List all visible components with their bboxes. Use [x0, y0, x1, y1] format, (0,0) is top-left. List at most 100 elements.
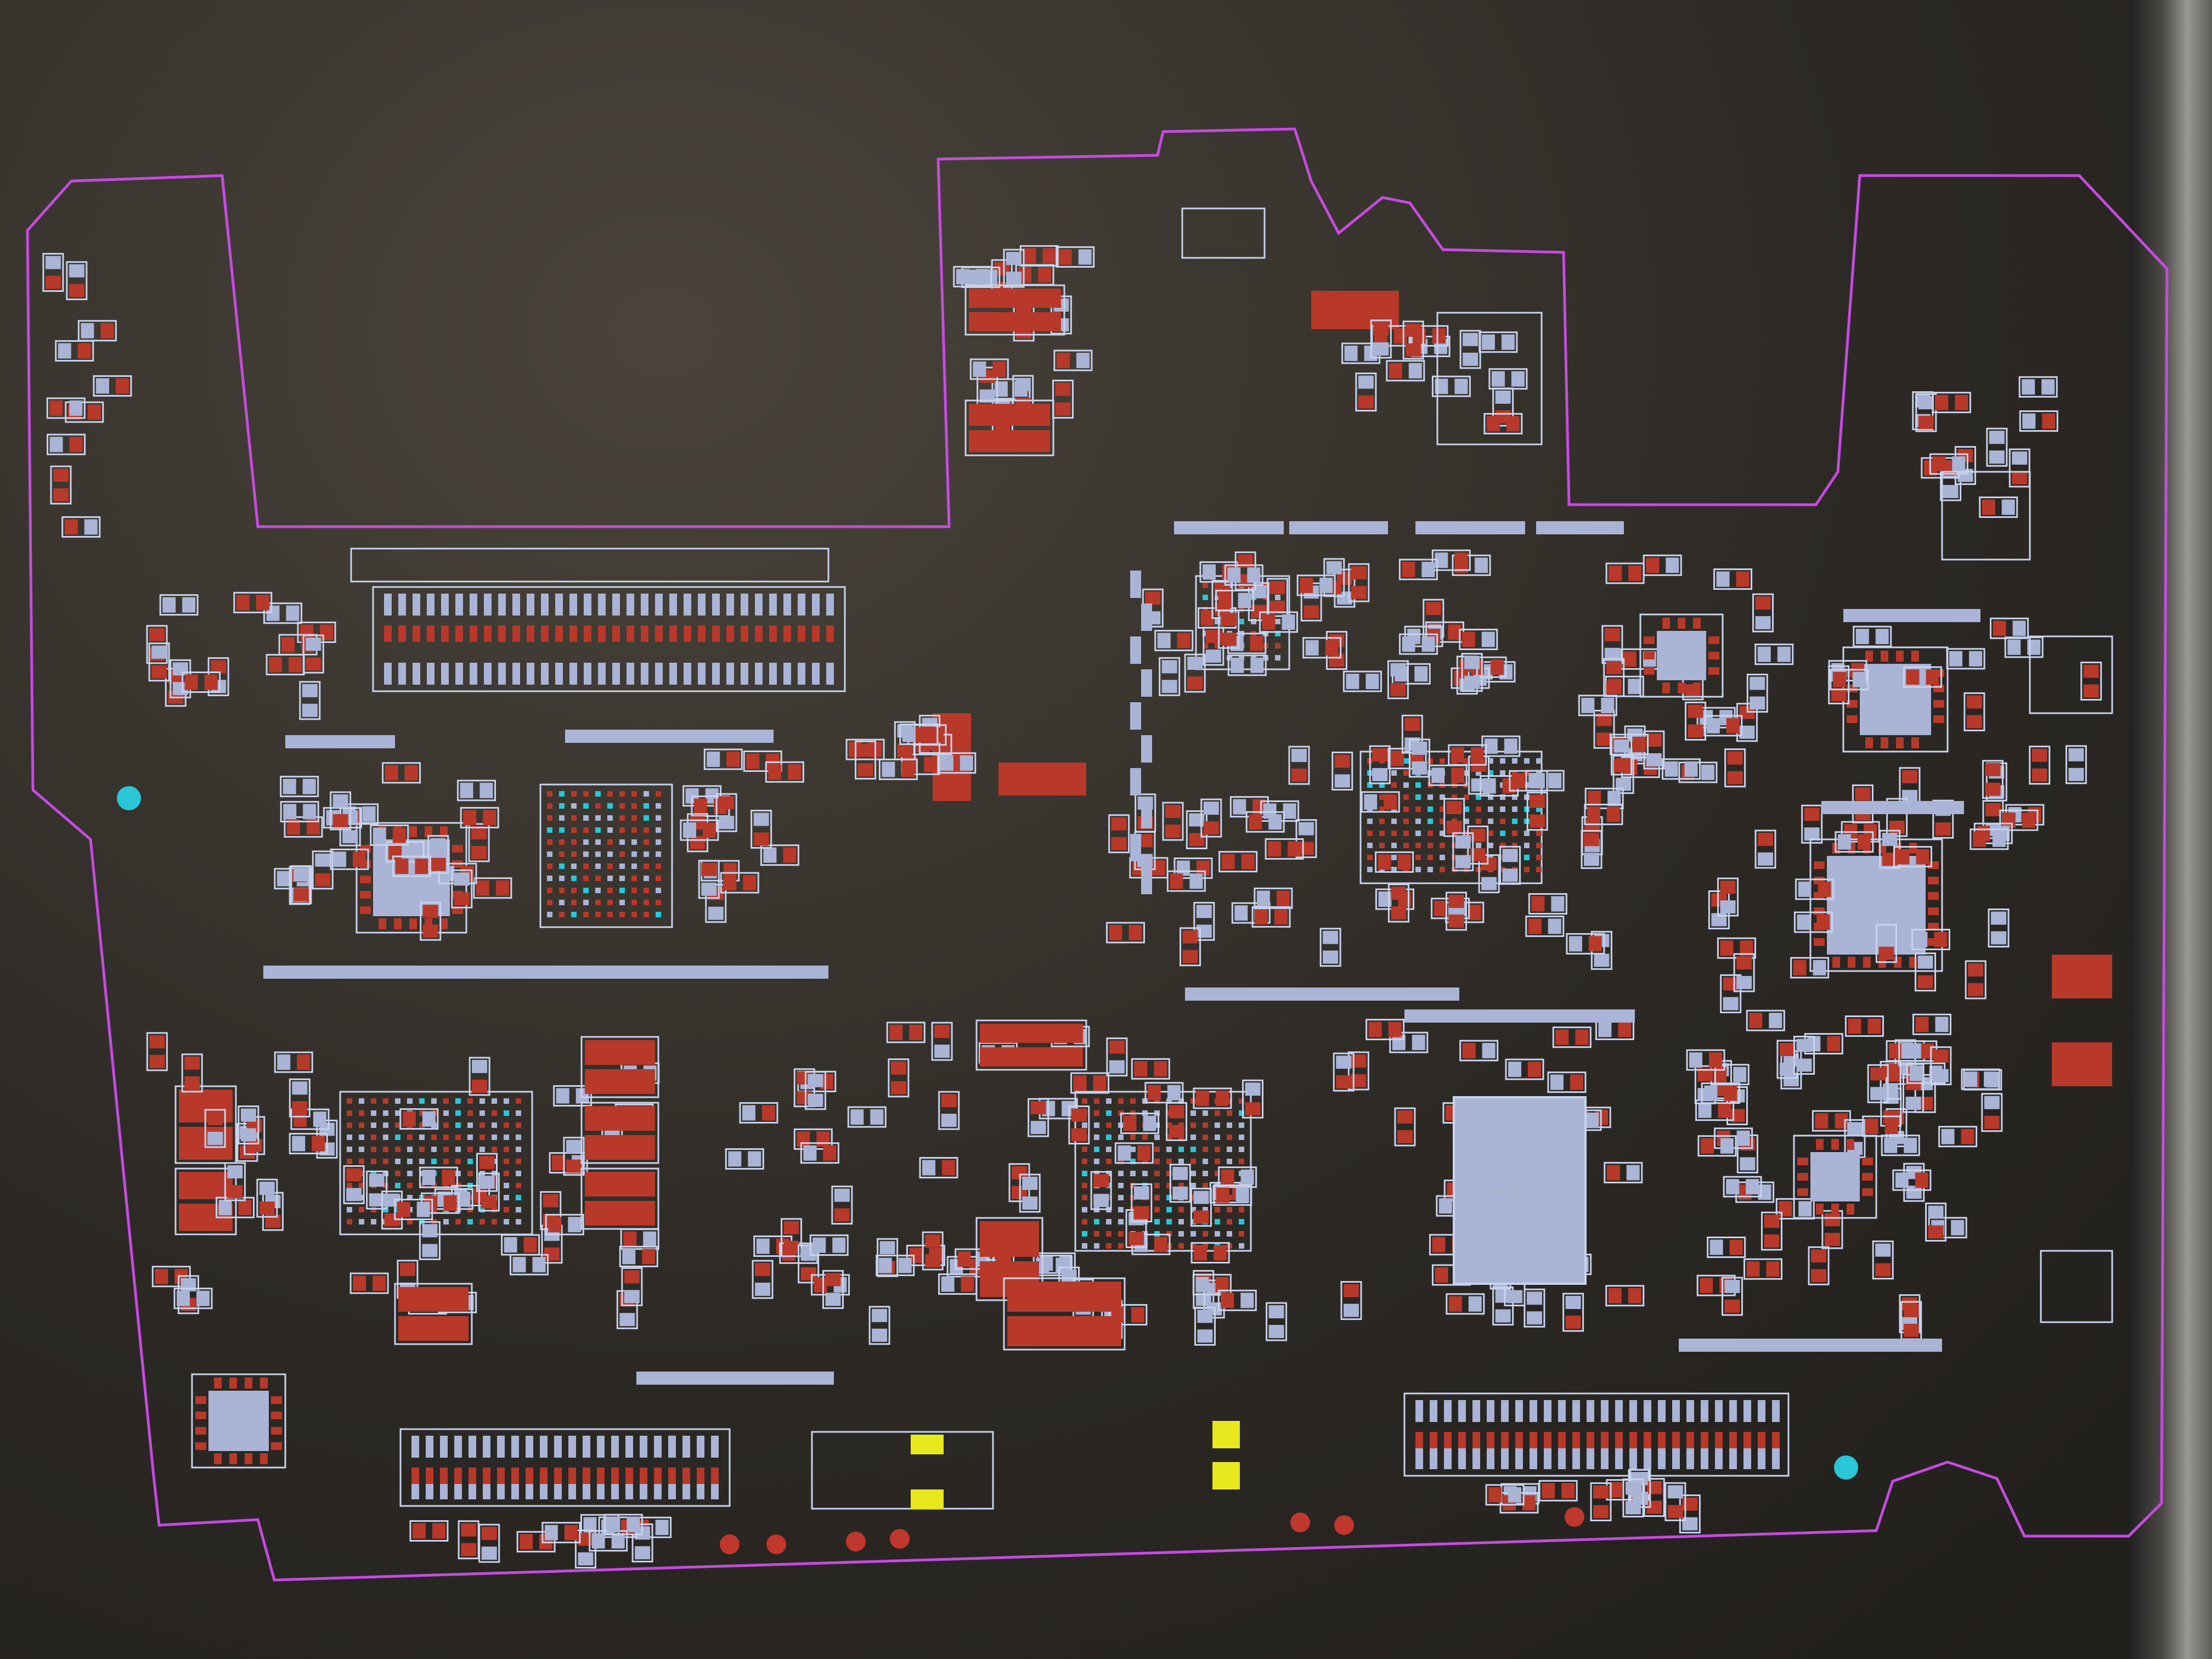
pcb-pad[interactable] — [1835, 1113, 1848, 1129]
qfn-pin[interactable] — [1881, 737, 1888, 748]
pcb-pad[interactable] — [1684, 761, 1698, 777]
qfn-pin[interactable] — [1847, 1204, 1854, 1215]
bga-ball[interactable] — [504, 1122, 509, 1128]
pcb-pad[interactable] — [2068, 748, 2084, 761]
pcb-pad[interactable] — [1764, 1234, 1780, 1248]
qfn-pin[interactable] — [1708, 652, 1719, 659]
pcb-pad[interactable] — [1720, 881, 1736, 894]
passive-component[interactable] — [1988, 909, 2010, 948]
qfn-pin[interactable] — [1708, 667, 1719, 675]
bga-ball[interactable] — [504, 1135, 509, 1140]
bga-ball[interactable] — [1452, 843, 1457, 848]
passive-component[interactable] — [1981, 1093, 2003, 1132]
bga-ball[interactable] — [631, 876, 637, 881]
connector-pin[interactable] — [541, 594, 549, 616]
bga-ball[interactable] — [1536, 843, 1542, 848]
passive-component[interactable] — [1867, 1064, 1889, 1103]
bga-ball[interactable] — [1476, 794, 1481, 800]
passive-component[interactable] — [66, 261, 88, 301]
bga-ball[interactable] — [359, 1135, 364, 1140]
pcb-pad[interactable] — [1134, 1061, 1148, 1077]
pcb-pad[interactable] — [1804, 808, 1820, 821]
bga-ball[interactable] — [1227, 1195, 1232, 1200]
pcb-pad[interactable] — [293, 868, 309, 882]
pcb-pad[interactable] — [1727, 751, 1743, 765]
bga-ball[interactable] — [516, 1219, 521, 1224]
bga-ball[interactable] — [644, 888, 649, 893]
passive-component[interactable] — [1793, 911, 1833, 933]
pcb-pad[interactable] — [2022, 812, 2035, 828]
bga-ball[interactable] — [1203, 583, 1208, 588]
passive-component[interactable] — [931, 1022, 953, 1061]
thermal-pad[interactable] — [208, 1391, 269, 1451]
test-point-icon[interactable] — [1565, 1507, 1584, 1527]
passive-component[interactable] — [680, 819, 719, 841]
pcb-pad[interactable] — [162, 597, 176, 613]
pcb-pad[interactable] — [922, 1160, 935, 1176]
bga-ball[interactable] — [595, 815, 601, 821]
qfn-pin[interactable] — [271, 1427, 282, 1435]
pcb-pad[interactable] — [1167, 1085, 1181, 1101]
pcb-pad[interactable] — [1250, 657, 1264, 673]
connector-pin[interactable] — [1615, 1400, 1623, 1422]
bga-ball[interactable] — [656, 815, 661, 821]
passive-component[interactable] — [460, 806, 499, 828]
pcb-pad[interactable] — [1161, 680, 1177, 693]
passive-component[interactable] — [1478, 854, 1500, 894]
pcb-pad[interactable] — [1905, 1097, 1921, 1110]
pcb-pad[interactable] — [149, 628, 165, 641]
bga-ball[interactable] — [1142, 1183, 1148, 1188]
pcb-pad[interactable] — [1197, 1329, 1213, 1343]
bga-ball[interactable] — [383, 1171, 388, 1176]
pcb-pad[interactable] — [1926, 669, 1939, 685]
pcb-pad[interactable] — [1006, 272, 1022, 285]
pcb-pad[interactable] — [1455, 835, 1471, 849]
bga-ball[interactable] — [1391, 831, 1397, 836]
pcb-pad[interactable] — [1300, 577, 1313, 593]
pcb-pad[interactable] — [1584, 833, 1600, 847]
connector-pin[interactable] — [1601, 1400, 1609, 1422]
bga-ball[interactable] — [504, 1110, 509, 1116]
connector-pin[interactable] — [441, 663, 449, 685]
bga-ball[interactable] — [516, 1147, 521, 1152]
passive-component[interactable] — [1200, 798, 1222, 838]
passive-component[interactable] — [1483, 413, 1523, 435]
pcb-pad[interactable] — [430, 857, 446, 871]
pcb-pad[interactable] — [430, 838, 446, 851]
connector-pin[interactable] — [498, 594, 506, 616]
pcb-pad[interactable] — [1628, 565, 1642, 581]
pcb-pad[interactable] — [1522, 1495, 1536, 1511]
pcb-pad[interactable] — [461, 1523, 477, 1537]
qfn-pin[interactable] — [1928, 923, 1939, 930]
bga-ball[interactable] — [571, 803, 577, 809]
pcb-pad[interactable] — [585, 1106, 655, 1131]
passive-component[interactable] — [800, 1142, 839, 1164]
passive-component[interactable] — [1925, 1203, 1947, 1242]
bga-ball[interactable] — [467, 1171, 473, 1176]
pcb-pad[interactable] — [422, 1170, 436, 1186]
bga-ball[interactable] — [1106, 1135, 1111, 1140]
passive-component[interactable] — [2008, 448, 2030, 488]
qfn-pin[interactable] — [1831, 1139, 1839, 1150]
qfn-pin[interactable] — [452, 845, 463, 853]
connector-pin[interactable] — [1686, 1400, 1694, 1422]
pcb-pad[interactable] — [240, 1108, 256, 1122]
pcb-pad[interactable] — [1298, 822, 1314, 836]
connector-pin[interactable] — [826, 663, 834, 685]
bga-ball[interactable] — [1178, 1183, 1184, 1188]
bga-ball[interactable] — [1215, 1159, 1220, 1164]
passive-component[interactable] — [1068, 1105, 1090, 1145]
pcb-pad[interactable] — [283, 804, 297, 820]
bga-ball[interactable] — [559, 839, 565, 845]
pcb-pad[interactable] — [1904, 1137, 1917, 1153]
bga-ball[interactable] — [656, 827, 661, 833]
pcb-pad[interactable] — [755, 1263, 771, 1277]
pcb-pad[interactable] — [398, 1287, 469, 1312]
pcb-pad[interactable] — [1464, 675, 1480, 689]
bga-ball[interactable] — [1190, 1171, 1196, 1176]
bga-ball[interactable] — [1524, 855, 1530, 860]
pcb-pad[interactable] — [1189, 873, 1203, 889]
qfn-pin[interactable] — [1678, 618, 1685, 629]
pcb-pad[interactable] — [1406, 323, 1421, 337]
bga-ball[interactable] — [1203, 1110, 1208, 1116]
